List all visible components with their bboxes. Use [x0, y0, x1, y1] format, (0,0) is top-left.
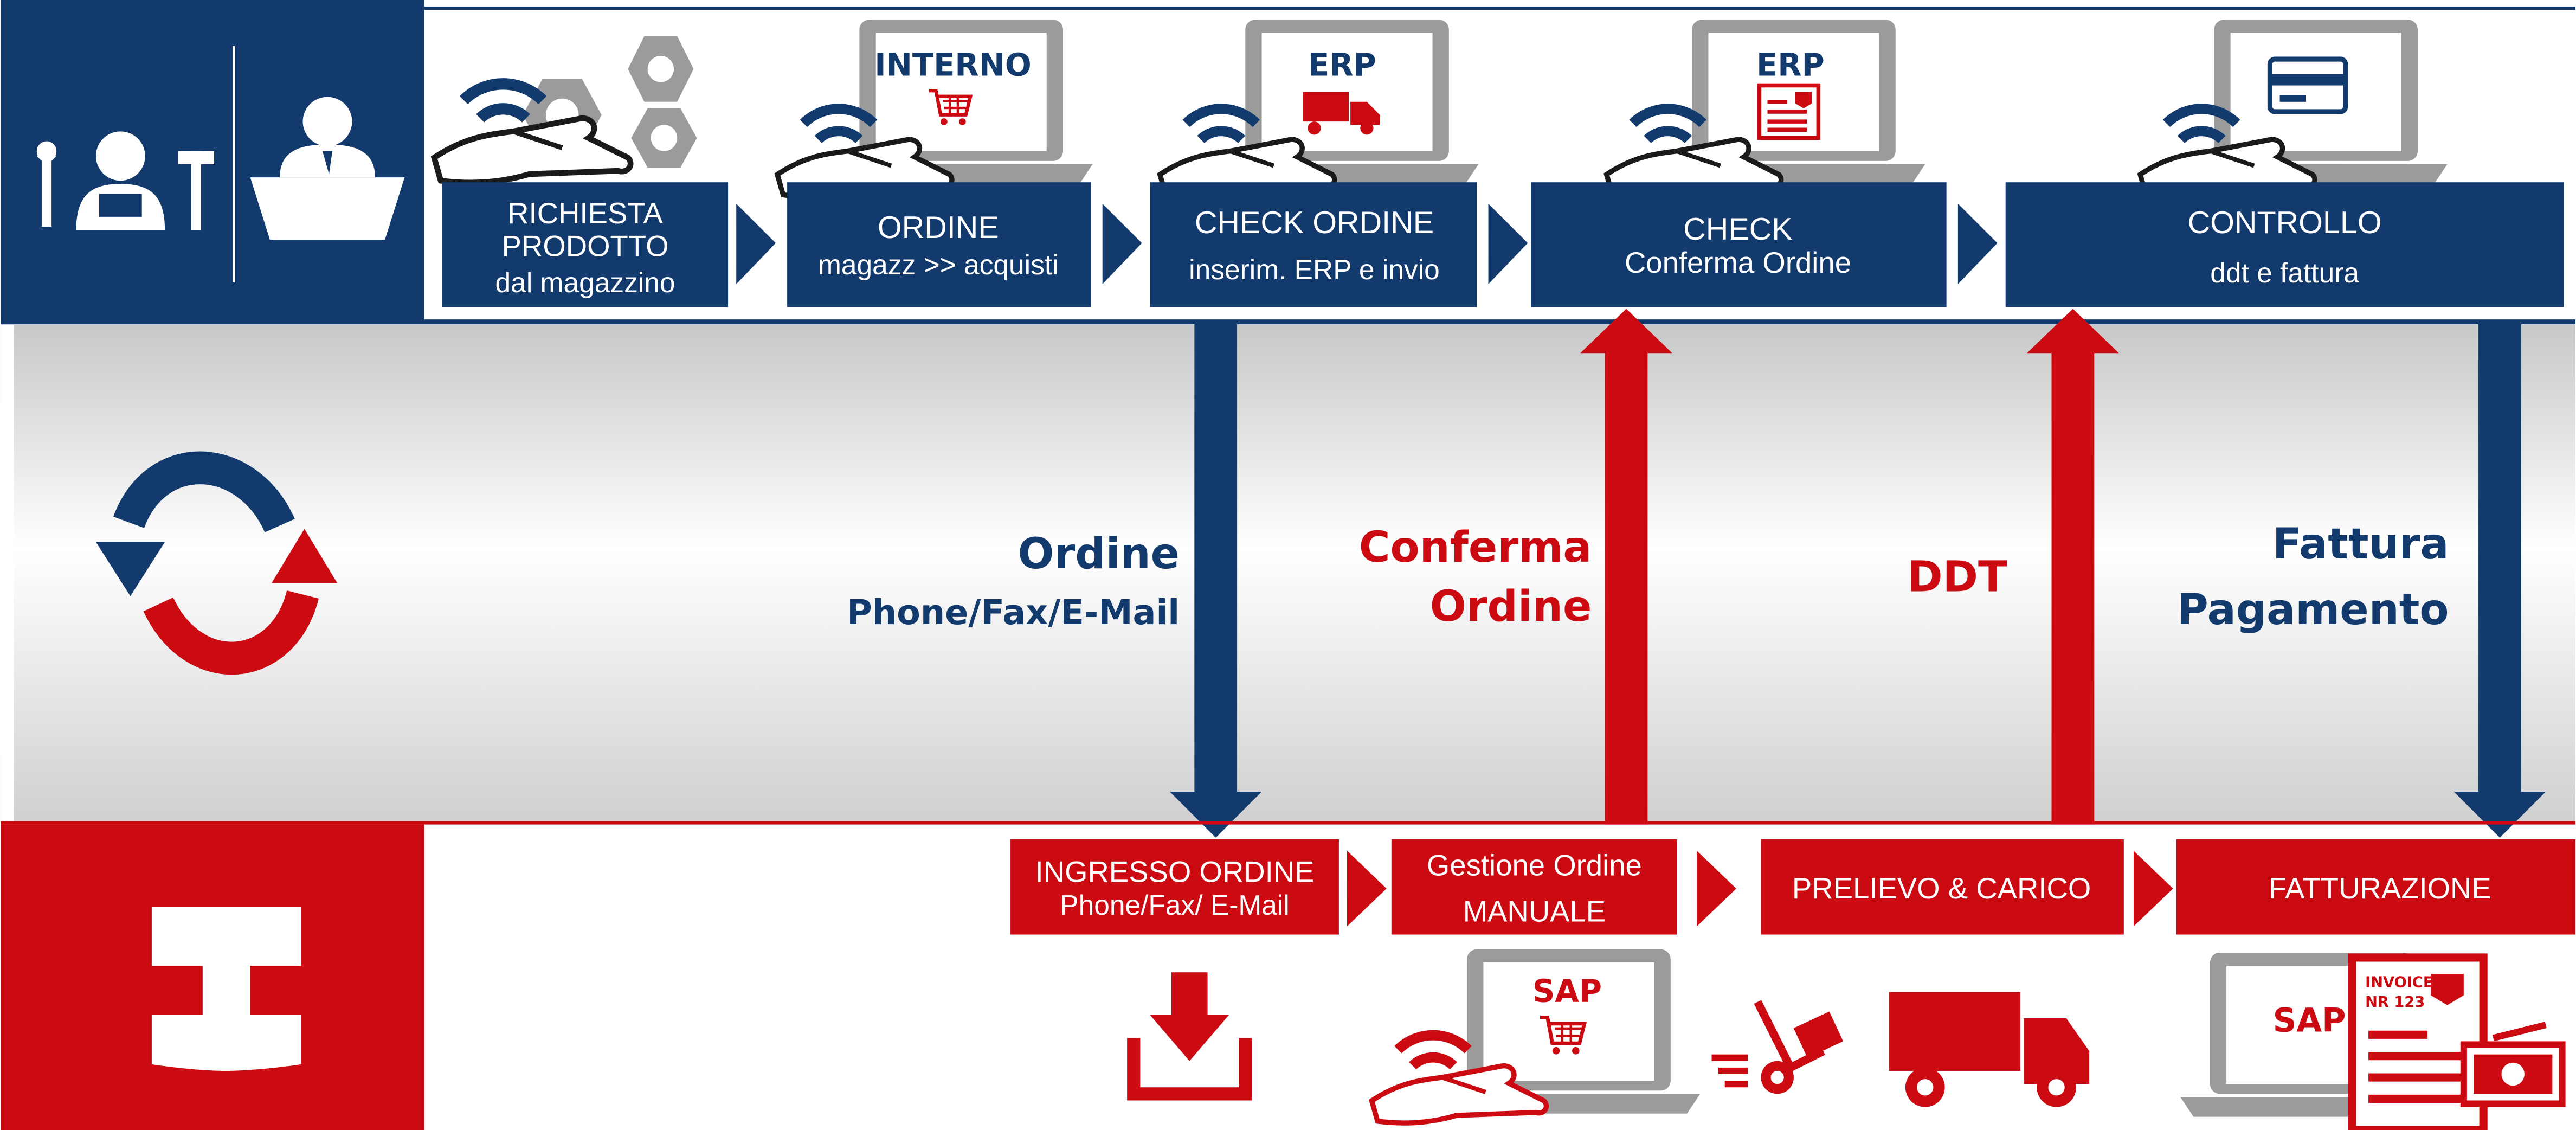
invoice-number: NR 123 — [2365, 994, 2425, 1011]
bottom-step-ingresso: INGRESSO ORDINE Phone/Fax/ E-Mail — [1010, 839, 1339, 935]
flow-label-fattura: Fattura — [2272, 519, 2449, 569]
invoice-title: INVOICE — [2365, 974, 2433, 991]
laptop-erp-tag: ERP — [1308, 47, 1376, 83]
sync-icon — [95, 451, 338, 675]
flow-arrow-ordine — [1169, 320, 1262, 838]
clerk-icon — [250, 97, 405, 240]
step-arrow — [1347, 851, 1387, 927]
truck-icon — [1889, 992, 2090, 1107]
step-arrow — [1102, 203, 1142, 285]
flow-arrow-ddt — [2027, 309, 2119, 825]
step-line: PRELIEVO & CARICO — [1792, 872, 2091, 905]
flow-label-conferma-sub: Ordine — [1430, 581, 1592, 631]
top-step-richiesta: RICHIESTA PRODOTTO dal magazzino — [442, 182, 729, 307]
laptop-sap-invoice-icon: SAP — [2180, 952, 2443, 1117]
step-line: dal magazzino — [495, 267, 675, 298]
step-line: CHECK ORDINE — [1195, 206, 1434, 240]
step-line: CONTROLLO — [2188, 206, 2382, 240]
flow-label-ordine-sub: Phone/Fax/E-Mail — [847, 593, 1180, 633]
bottom-step-fatturazione: FATTURAZIONE — [2176, 839, 2575, 935]
laptop-interno-tag: INTERNO — [874, 47, 1032, 83]
flow-arrow-conferma — [1580, 309, 1672, 825]
flow-arrow-fattura — [2453, 320, 2546, 838]
step-line: PRODOTTO — [502, 230, 669, 263]
flow-label-ddt: DDT — [1907, 551, 2007, 601]
flow-label-pagamento: Pagamento — [2177, 585, 2449, 634]
laptop-erp-tag: ERP — [1756, 47, 1825, 83]
step-line: Phone/Fax/ E-Mail — [1060, 889, 1289, 921]
step-arrow — [736, 203, 776, 285]
laptop-erp-invoice-icon: ERP — [1662, 20, 1925, 184]
flow-label-conferma: Conferma — [1359, 522, 1592, 572]
laptop-interno-icon: INTERNO — [829, 20, 1093, 184]
step-line: INGRESSO ORDINE — [1035, 856, 1315, 889]
step-line: inserim. ERP e invio — [1189, 254, 1440, 285]
step-arrow — [1957, 203, 1998, 285]
step-line: CHECK — [1683, 212, 1792, 247]
money-icon — [2460, 1022, 2566, 1107]
top-step-controllo: CONTROLLO ddt e fattura — [2005, 182, 2564, 307]
hand-truck-icon — [1711, 1000, 1844, 1094]
step-arrow — [1488, 203, 1528, 285]
step-line: magazz >> acquisti — [818, 249, 1059, 280]
download-icon — [1127, 972, 1252, 1101]
bottom-step-gestione: Gestione Ordine MANUALE — [1391, 839, 1677, 935]
step-arrow — [2133, 851, 2173, 927]
step-line: ddt e fattura — [2210, 257, 2359, 288]
step-line: MANUALE — [1463, 895, 1606, 928]
laptop-sap-tag: SAP — [2273, 1001, 2346, 1039]
brand-logo-icon — [151, 907, 301, 1071]
step-line: Gestione Ordine — [1427, 849, 1642, 882]
invoice-icon: INVOICE NR 123 — [2348, 953, 2488, 1130]
laptop-payment-icon — [2184, 20, 2448, 184]
step-line: FATTURAZIONE — [2269, 872, 2491, 905]
credit-card-icon — [2267, 56, 2348, 114]
laptop-erp-icon: ERP — [1215, 20, 1479, 184]
bottom-step-prelievo: PRELIEVO & CARICO — [1761, 839, 2124, 935]
step-arrow — [1697, 851, 1736, 927]
exchange-band-bg — [1, 325, 2575, 821]
top-step-check-conferma: CHECK Conferma Ordine — [1531, 182, 1947, 307]
laptop-sap-icon: SAP — [1437, 949, 1701, 1114]
truck-icon — [1303, 92, 1380, 135]
invoice-icon — [1757, 83, 1821, 140]
step-line: RICHIESTA — [507, 197, 663, 230]
laptop-sap-tag: SAP — [1532, 973, 1602, 1010]
top-step-check-ordine: CHECK ORDINE inserim. ERP e invio — [1150, 182, 1477, 307]
worker-icon — [36, 131, 214, 230]
step-line: Conferma Ordine — [1625, 246, 1851, 279]
step-line: ORDINE — [878, 210, 999, 245]
flow-label-ordine: Ordine — [1017, 529, 1180, 579]
top-step-ordine: ORDINE magazz >> acquisti — [787, 182, 1091, 307]
